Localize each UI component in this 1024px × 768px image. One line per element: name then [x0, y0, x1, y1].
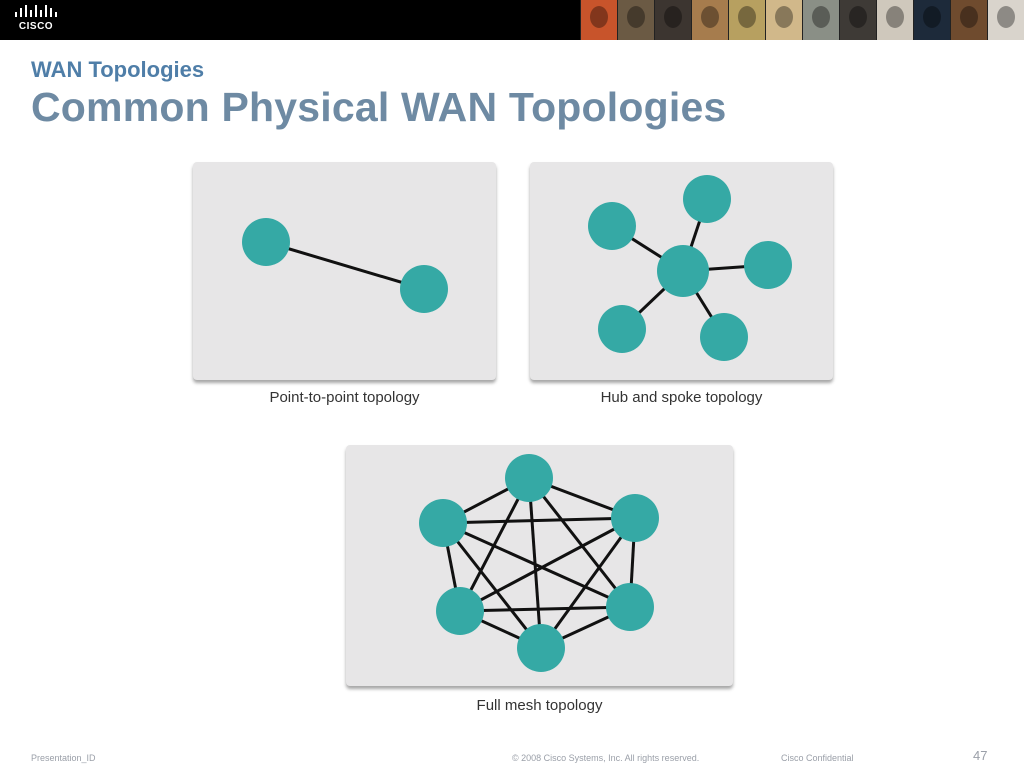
link-A-B	[265, 240, 425, 291]
footer-confidential: Cisco Confidential	[781, 753, 854, 763]
cisco-logo-text: CISCO	[18, 21, 54, 32]
header-photo	[654, 0, 691, 40]
photo-face	[997, 6, 1015, 28]
header-photo	[839, 0, 876, 40]
node-s5	[700, 313, 748, 361]
photo-face	[664, 6, 682, 28]
photo-face	[923, 6, 941, 28]
header-photo	[950, 0, 987, 40]
node-s3	[744, 241, 792, 289]
node-a	[242, 218, 290, 266]
photo-face	[849, 6, 867, 28]
header-photo	[728, 0, 765, 40]
header-photo	[765, 0, 802, 40]
node-s2	[683, 175, 731, 223]
node-s1	[588, 202, 636, 250]
photo-face	[701, 6, 719, 28]
page-number: 47	[973, 748, 988, 763]
node-n1	[505, 454, 553, 502]
header-photo	[987, 0, 1024, 40]
photo-face	[886, 6, 904, 28]
photo-face	[738, 6, 756, 28]
header-photo	[876, 0, 913, 40]
slide-title: Common Physical WAN Topologies	[31, 84, 727, 130]
header-photo	[691, 0, 728, 40]
photo-face	[590, 6, 608, 28]
header-photo	[617, 0, 654, 40]
diagram-point-to-point	[242, 218, 448, 313]
link-N4-N5	[459, 605, 631, 613]
node-n5	[606, 583, 654, 631]
diagram-full-mesh	[419, 454, 659, 672]
link-N3-N4	[459, 516, 636, 613]
panel-point-to-point	[193, 162, 496, 380]
footer-presentation-id: Presentation_ID	[31, 753, 96, 763]
node-hub	[657, 245, 709, 297]
link-N3-N6	[539, 517, 637, 649]
slide-subtitle: WAN Topologies	[31, 57, 205, 82]
diagram-hub-and-spoke	[588, 175, 792, 361]
header-photo	[913, 0, 950, 40]
node-n4	[436, 587, 484, 635]
node-n3	[611, 494, 659, 542]
caption-hub-and-spoke: Hub and spoke topology	[600, 389, 763, 406]
caption-point-to-point: Point-to-point topology	[269, 389, 420, 406]
photo-face	[960, 6, 978, 28]
photo-face	[627, 6, 645, 28]
caption-full-mesh: Full mesh topology	[476, 697, 603, 714]
node-s4	[598, 305, 646, 353]
node-n6	[517, 624, 565, 672]
link-N1-N5	[527, 477, 632, 608]
node-b	[400, 265, 448, 313]
cisco-bars-icon	[15, 5, 57, 17]
header-photo	[802, 0, 839, 40]
header-photo	[580, 0, 617, 40]
header-bar: CISCO	[0, 0, 1024, 40]
cisco-logo: CISCO	[10, 5, 62, 35]
node-n2	[419, 499, 467, 547]
link-N2-N5	[442, 521, 631, 609]
photo-strip	[580, 0, 1024, 40]
photo-face	[775, 6, 793, 28]
link-N2-N3	[442, 516, 636, 525]
link-N2-N6	[441, 522, 543, 649]
photo-face	[812, 6, 830, 28]
footer-copyright: © 2008 Cisco Systems, Inc. All rights re…	[512, 753, 700, 763]
